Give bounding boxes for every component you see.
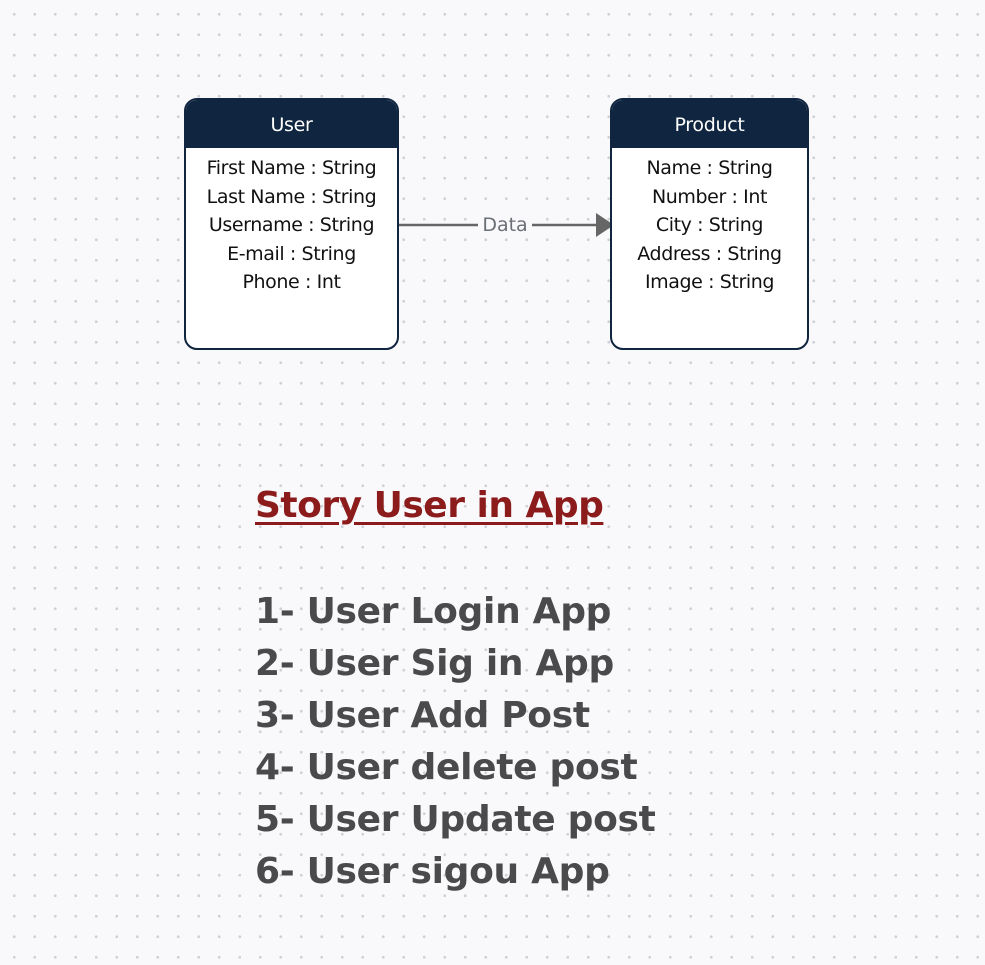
arrowhead-icon (596, 213, 614, 237)
story-text-block[interactable]: Story User in App 1- User Login App 2- U… (255, 480, 656, 892)
user-entity-box[interactable]: User First Name : String Last Name : Str… (184, 98, 399, 350)
user-field-first-name: First Name : String (206, 157, 377, 179)
user-field-phone: Phone : Int (242, 271, 341, 293)
story-list: 1- User Login App 2- User Sig in App 3- … (255, 586, 656, 898)
product-entity-title: Product (612, 100, 807, 148)
product-entity-fields: Name : String Number : Int City : String… (612, 148, 807, 297)
story-item: 6- User sigou App (255, 851, 610, 892)
story-item: 2- User Sig in App (255, 643, 614, 684)
user-field-last-name: Last Name : String (206, 185, 377, 208)
product-field-city: City : String (655, 214, 764, 236)
story-item: 3- User Add Post (255, 695, 590, 736)
product-field-image: Image : String (644, 271, 775, 293)
product-field-number: Number : Int (651, 185, 768, 208)
story-title: Story User in App (255, 485, 604, 526)
product-entity-box[interactable]: Product Name : String Number : Int City … (610, 98, 809, 350)
product-field-address: Address : String (637, 242, 782, 265)
story-item: 5- User Update post (255, 799, 656, 840)
user-entity-fields: First Name : String Last Name : String U… (186, 148, 397, 297)
relation-label[interactable]: Data (478, 212, 532, 238)
story-item: 4- User delete post (255, 747, 638, 788)
story-item: 1- User Login App (255, 591, 612, 632)
user-field-username: Username : String (208, 214, 375, 236)
user-field-email: E-mail : String (227, 242, 356, 265)
product-field-name: Name : String (646, 157, 773, 179)
user-entity-title: User (186, 100, 397, 148)
